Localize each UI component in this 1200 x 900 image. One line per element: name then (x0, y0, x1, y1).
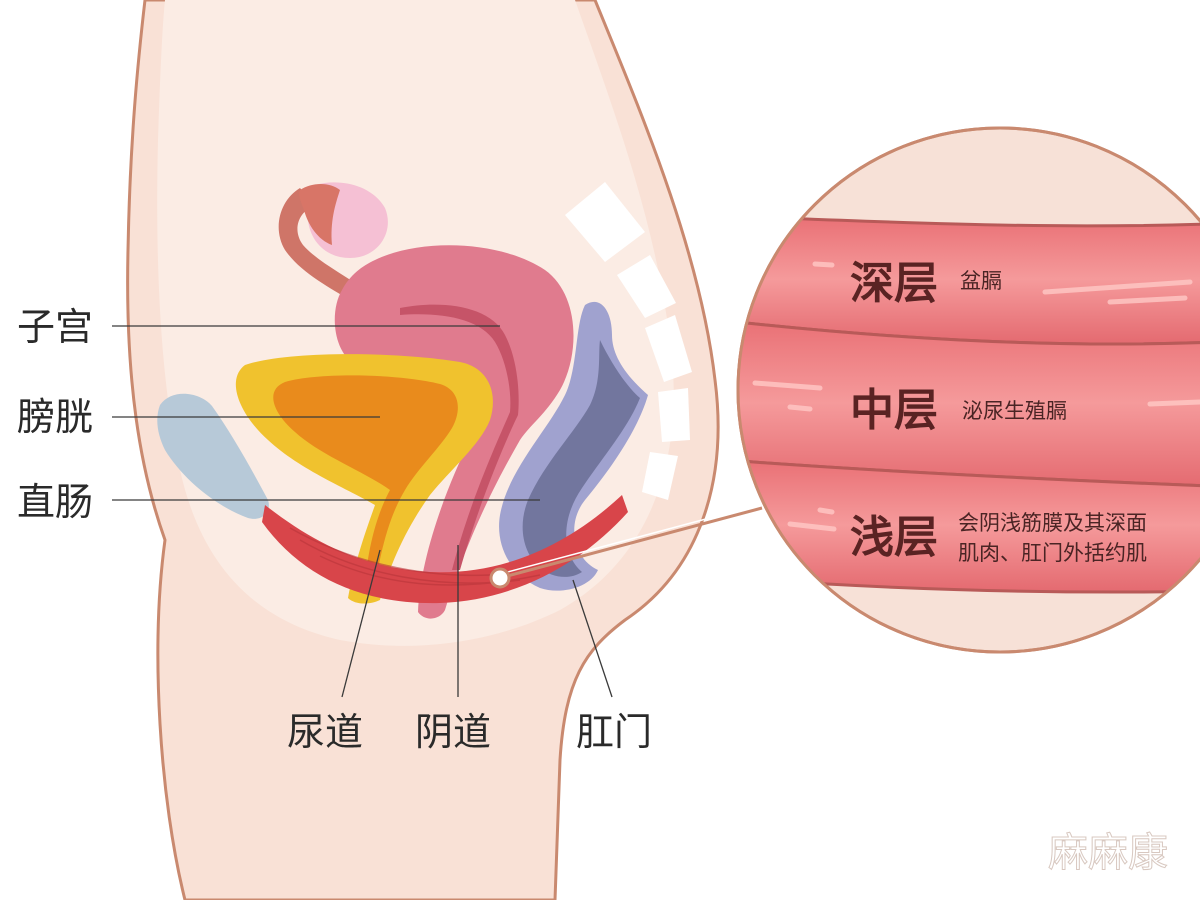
tube-fimbria (299, 184, 340, 245)
label-urethra: 尿道 (287, 710, 363, 754)
zoom-leader-highlight (499, 503, 763, 575)
rectum-inner (522, 340, 640, 577)
leader-lines (112, 325, 613, 698)
layer-shallow-title: 浅层 (850, 512, 938, 563)
layer-middle-desc: 泌尿生殖膈 (962, 399, 1067, 423)
watermark: 麻麻康 (1048, 830, 1168, 876)
uterus (334, 245, 574, 619)
zoom-origin-dot (489, 567, 511, 589)
bladder-inner (273, 375, 458, 585)
layer-shallow-desc-line1: 会阴浅筋膜及其深面 (958, 511, 1147, 535)
zoom-leader-line (499, 506, 763, 580)
layer-shallow-desc-line2: 肌肉、肛门外括约肌 (958, 541, 1147, 565)
layer-middle-title: 中层 (850, 385, 938, 436)
layer-deep-desc: 盆膈 (960, 269, 1002, 293)
pubic-bone (157, 393, 269, 519)
fallopian-tube (278, 188, 365, 300)
band-shallow (738, 456, 1200, 594)
label-vagina: 阴道 (415, 710, 491, 754)
magnified-view (736, 126, 1200, 654)
label-rectum: 直肠 (17, 480, 93, 524)
sacrum-segments (565, 182, 692, 500)
label-uterus: 子宫 (17, 305, 93, 349)
label-anus: 肛门 (576, 710, 652, 754)
label-bladder: 膀胱 (17, 395, 93, 439)
layer-deep-title: 深层 (850, 258, 938, 309)
